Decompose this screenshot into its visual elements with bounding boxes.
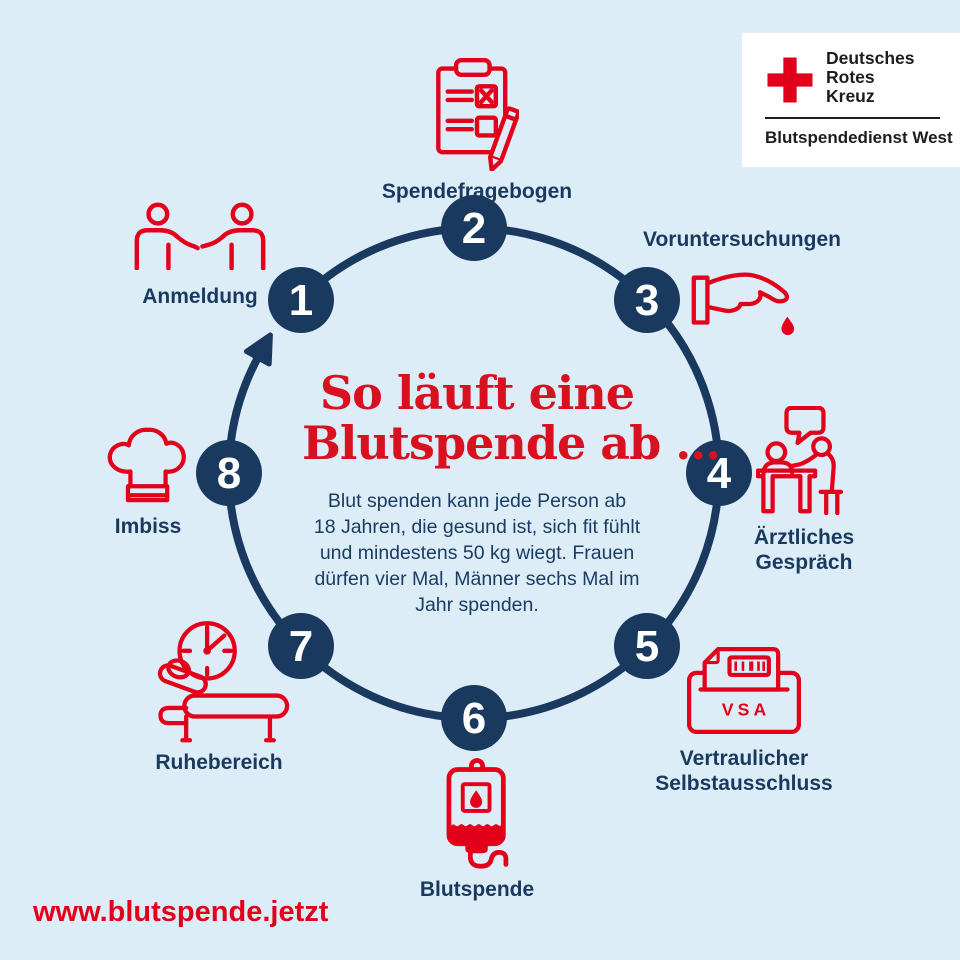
vsa-label: VSA	[722, 699, 771, 719]
step-imbiss: Imbiss	[68, 424, 228, 539]
step-badge-1: 1	[268, 267, 334, 333]
questionnaire-clipboard-icon	[436, 57, 519, 171]
drk-logo: Deutsches Rotes Kreuz Blutspendedienst W…	[742, 33, 960, 167]
step-voruntersuchungen: Voruntersuchungen	[637, 227, 847, 342]
body-line: 18 Jahren, die gesund ist, sich fit fühl…	[313, 516, 641, 538]
body-line: Blut spenden kann jede Person ab	[327, 490, 627, 512]
step-badge-4: 4	[686, 440, 752, 506]
step-label: Spendefragebogen	[381, 180, 573, 203]
step-badge-6: 6	[441, 685, 507, 751]
vsa-box-icon: VSA	[687, 646, 801, 734]
blood-bag-icon	[446, 758, 509, 869]
center-text-block: So läuft eine Blutspende ab ... Blut spe…	[302, 366, 721, 618]
hand-blood-drop-icon	[691, 272, 795, 336]
step-label: Ärztliches Gespräch	[753, 526, 855, 574]
badge-number: 2	[462, 204, 486, 253]
badge-number: 6	[462, 694, 486, 743]
logo-org-line: Kreuz	[826, 86, 875, 106]
website-url: www.blutspende.jetzt	[33, 896, 329, 928]
step-badge-3: 3	[614, 267, 680, 333]
step-blutspende: Blutspende	[387, 752, 567, 902]
handshake-icon	[134, 202, 266, 270]
title-line: So läuft eine	[319, 366, 635, 420]
step-badge-8: 8	[196, 440, 262, 506]
logo-org-line: Rotes	[826, 67, 875, 87]
logo-division: Blutspendedienst West	[765, 128, 953, 147]
logo-divider	[765, 117, 940, 119]
step-spendefragebogen: Spendefragebogen	[377, 56, 577, 204]
step-label: Blutspende	[419, 878, 535, 901]
badge-number: 1	[289, 276, 313, 325]
flow-arrow-icon	[243, 332, 273, 367]
badge-number: 5	[635, 622, 659, 671]
body-line: Jahr spenden.	[415, 594, 539, 616]
step-label: Anmeldung	[142, 285, 258, 308]
logo-org-name: Deutsches Rotes Kreuz	[826, 49, 915, 106]
step-label: Vertraulicher Selbstausschluss	[655, 747, 833, 795]
step-badge-7: 7	[268, 613, 334, 679]
intro-text: Blut spenden kann jede Person ab 18 Jahr…	[302, 488, 652, 618]
step-label: Voruntersuchungen	[643, 228, 841, 251]
step-aerztliches-gespraech: Ärztliches Gespräch	[709, 406, 899, 575]
circle-arc	[224, 224, 723, 723]
badge-number: 8	[217, 449, 241, 498]
step-ruhebereich: Ruhebereich	[124, 608, 314, 775]
step-label: Imbiss	[114, 515, 182, 538]
badge-number: 7	[289, 622, 313, 671]
badge-number: 3	[635, 276, 659, 325]
logo-org-line: Deutsches	[826, 48, 915, 68]
page-title: So läuft eine Blutspende ab ...	[302, 366, 721, 470]
doctor-consultation-icon	[755, 406, 843, 515]
badge-number: 4	[707, 449, 732, 498]
rest-lounger-clock-icon	[157, 621, 289, 743]
step-label: Ruhebereich	[155, 751, 283, 774]
title-line: Blutspende ab ...	[302, 416, 721, 470]
step-badge-5: 5	[614, 613, 680, 679]
step-badge-2: 2	[441, 195, 507, 261]
body-line: dürfen vier Mal, Männer sechs Mal im	[314, 568, 640, 590]
step-vertraulicher-selbstausschluss: VSA Vertraulicher Selbstausschluss	[634, 646, 854, 796]
red-cross-icon	[767, 57, 813, 103]
step-anmeldung: Anmeldung	[105, 193, 295, 309]
chef-hat-icon	[107, 427, 186, 503]
body-line: und mindestens 50 kg wiegt. Frauen	[319, 542, 635, 564]
